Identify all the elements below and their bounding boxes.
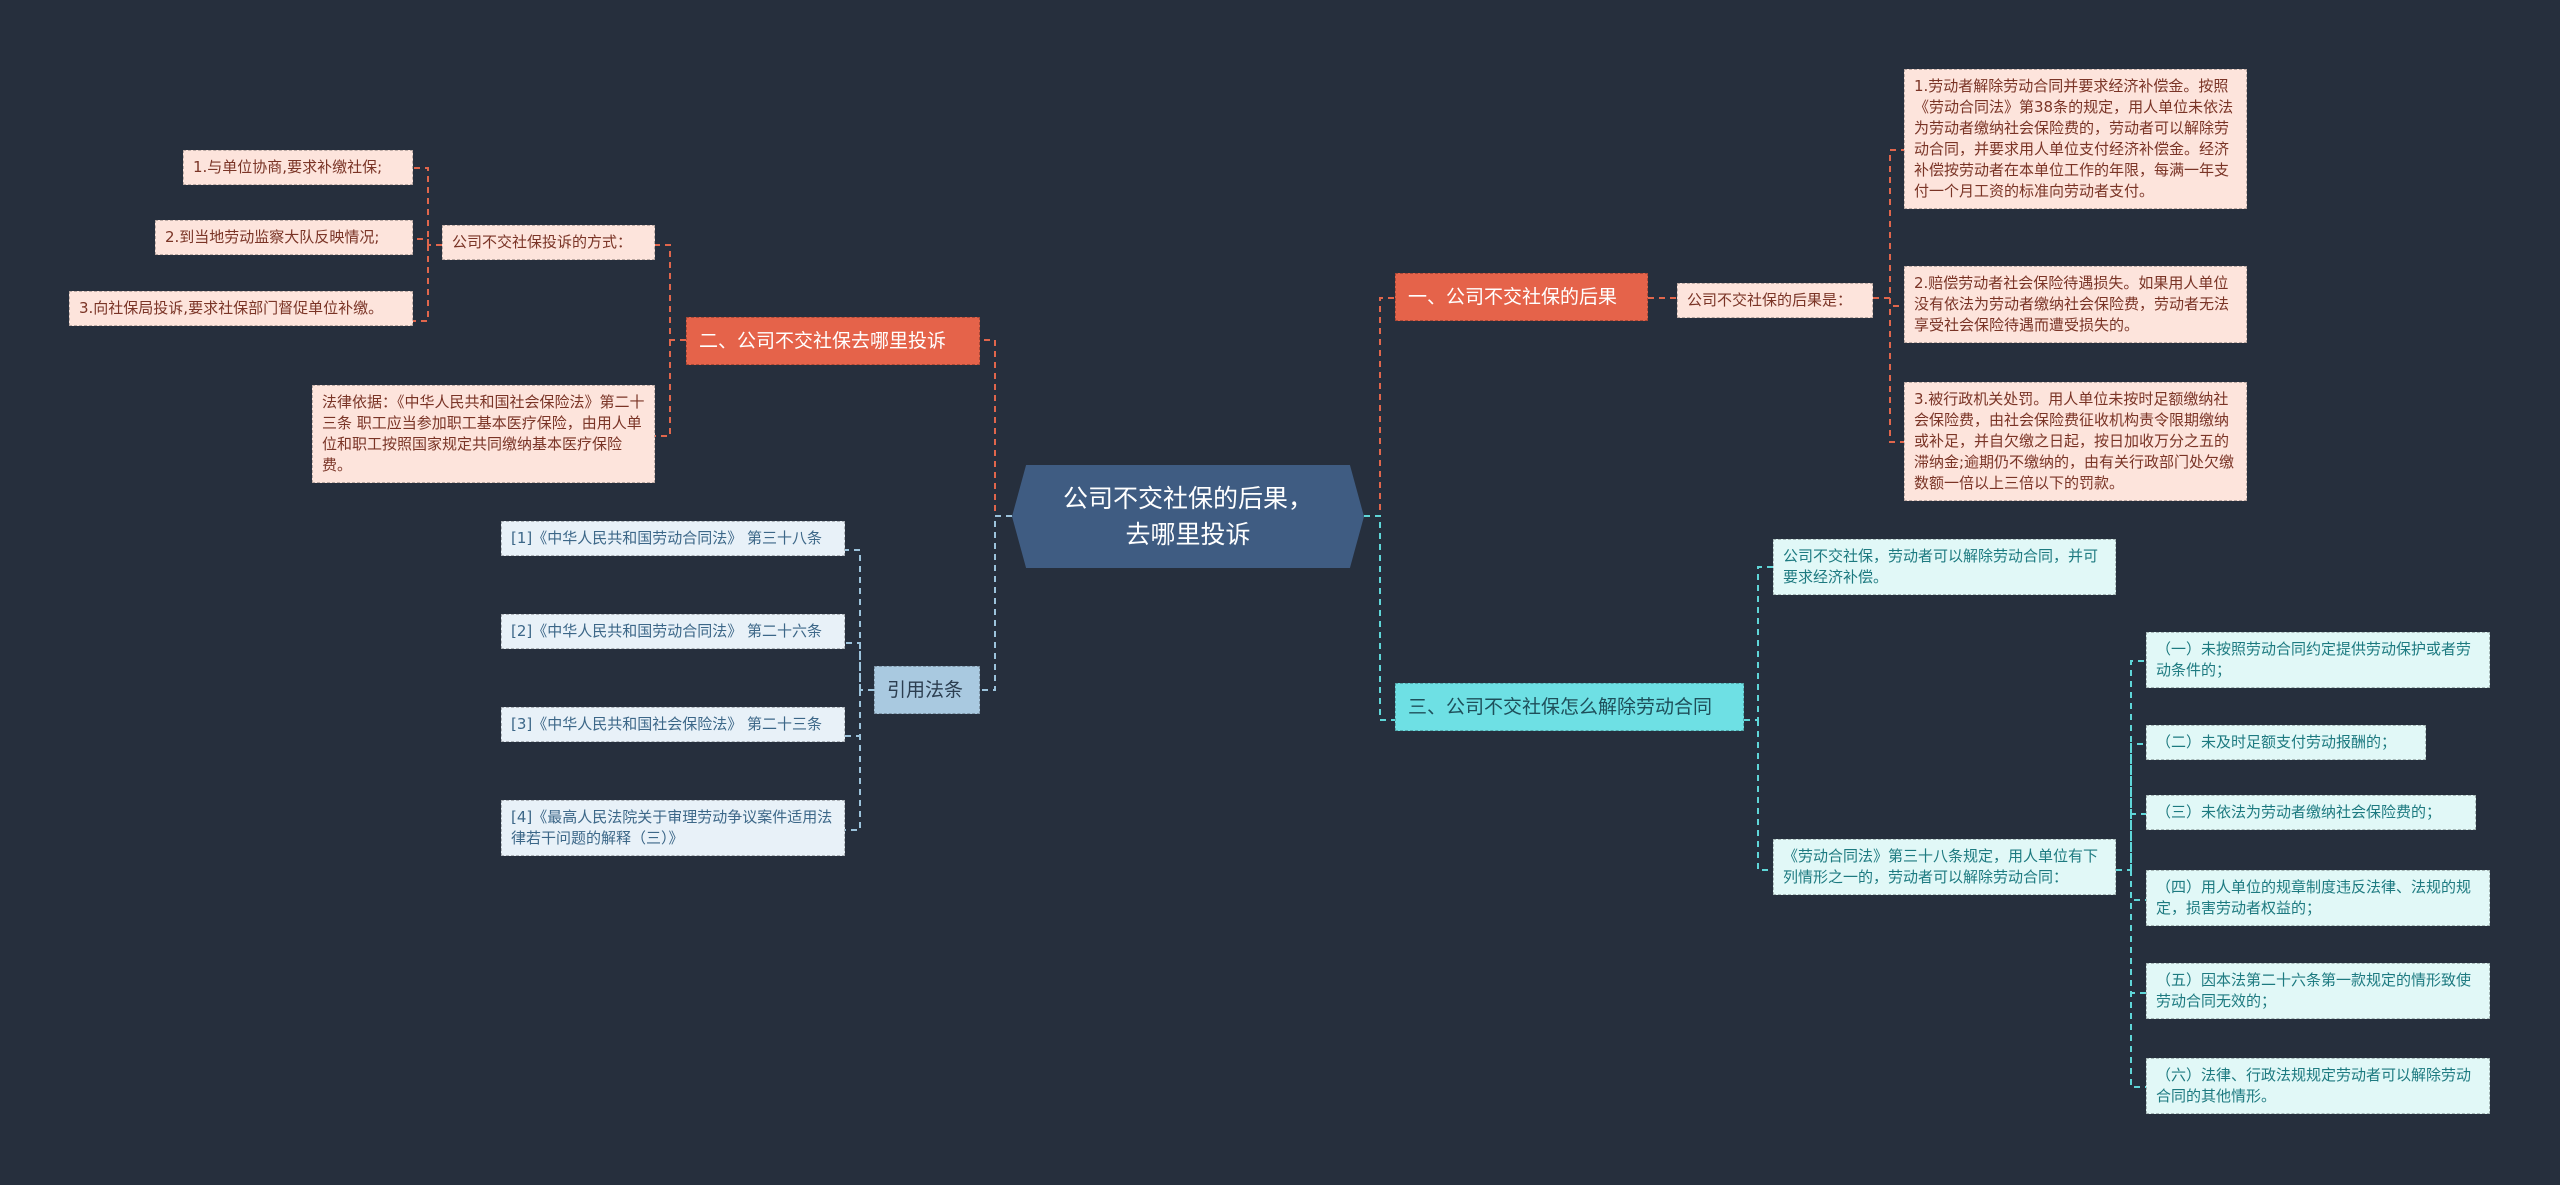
central-topic[interactable]: 公司不交社保的后果，去哪里投诉	[1012, 465, 1364, 568]
reference-item[interactable]: [1]《中华人民共和国劳动合同法》 第三十八条	[501, 521, 845, 556]
branch-references[interactable]: 引用法条	[874, 666, 980, 714]
branch-complaint[interactable]: 二、公司不交社保去哪里投诉	[686, 317, 980, 365]
termination-item[interactable]: （四）用人单位的规章制度违反法律、法规的规定，损害劳动者权益的；	[2146, 870, 2490, 926]
complaint-item[interactable]: 3.向社保局投诉,要求社保部门督促单位补缴。	[69, 291, 413, 326]
legal-basis[interactable]: 法律依据：《中华人民共和国社会保险法》第二十三条 职工应当参加职工基本医疗保险，…	[312, 385, 655, 483]
branch-consequences[interactable]: 一、公司不交社保的后果	[1395, 273, 1648, 321]
termination-item[interactable]: （五）因本法第二十六条第一款规定的情形致使劳动合同无效的；	[2146, 963, 2490, 1019]
termination-law[interactable]: 《劳动合同法》第三十八条规定，用人单位有下列情形之一的，劳动者可以解除劳动合同：	[1773, 839, 2116, 895]
reference-item[interactable]: [4]《最高人民法院关于审理劳动争议案件适用法律若干问题的解释（三）》	[501, 800, 845, 856]
complaint-item[interactable]: 1.与单位协商,要求补缴社保;	[183, 150, 413, 185]
consequence-item[interactable]: 1.劳动者解除劳动合同并要求经济补偿金。按照《劳动合同法》第38条的规定，用人单…	[1904, 69, 2247, 209]
complaint-item[interactable]: 2.到当地劳动监察大队反映情况;	[155, 220, 413, 255]
termination-item[interactable]: （三）未依法为劳动者缴纳社会保险费的；	[2146, 795, 2476, 830]
consequences-intro[interactable]: 公司不交社保的后果是：	[1677, 283, 1873, 318]
consequence-item[interactable]: 2.赔偿劳动者社会保险待遇损失。如果用人单位没有依法为劳动者缴纳社会保险费，劳动…	[1904, 266, 2247, 343]
reference-item[interactable]: [3]《中华人民共和国社会保险法》 第二十三条	[501, 707, 845, 742]
complaint-methods[interactable]: 公司不交社保投诉的方式：	[442, 225, 655, 260]
termination-item[interactable]: （二）未及时足额支付劳动报酬的；	[2146, 725, 2426, 760]
consequence-item[interactable]: 3.被行政机关处罚。用人单位未按时足额缴纳社会保险费，由社会保险费征收机构责令限…	[1904, 382, 2247, 501]
termination-summary[interactable]: 公司不交社保，劳动者可以解除劳动合同，并可要求经济补偿。	[1773, 539, 2116, 595]
termination-item[interactable]: （一）未按照劳动合同约定提供劳动保护或者劳动条件的；	[2146, 632, 2490, 688]
termination-item[interactable]: （六）法律、行政法规规定劳动者可以解除劳动合同的其他情形。	[2146, 1058, 2490, 1114]
reference-item[interactable]: [2]《中华人民共和国劳动合同法》 第二十六条	[501, 614, 845, 649]
branch-termination[interactable]: 三、公司不交社保怎么解除劳动合同	[1395, 683, 1744, 731]
